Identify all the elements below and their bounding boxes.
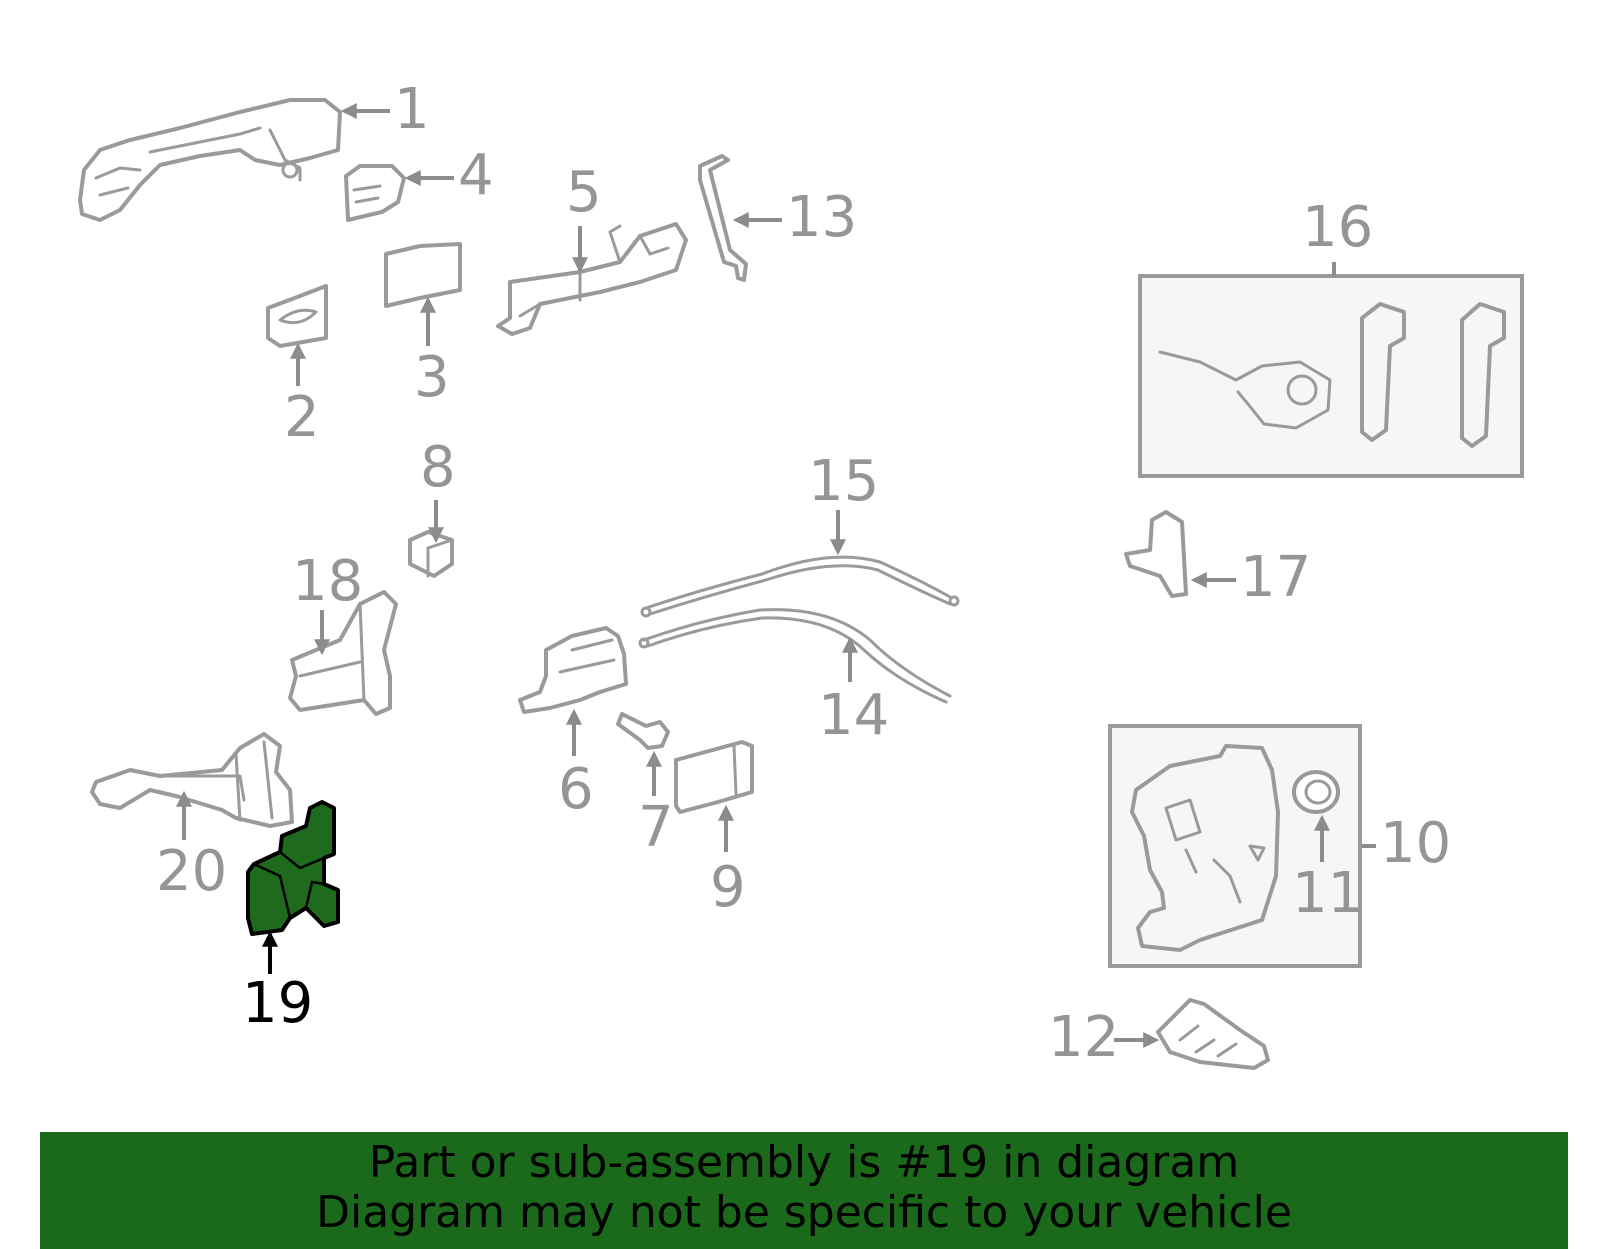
info-banner: Part or sub-assembly is #19 in diagram D…: [40, 1132, 1568, 1249]
part-13-rod[interactable]: [698, 154, 748, 282]
part-15-cable[interactable]: [640, 555, 960, 618]
part-18-bracket[interactable]: [288, 590, 398, 716]
callout-9: 9: [710, 855, 746, 920]
part-19-hinge-highlighted[interactable]: [246, 800, 340, 936]
callout-7: 7: [638, 795, 674, 860]
part-7-screw[interactable]: [616, 712, 670, 750]
callout-18: 18: [292, 549, 363, 614]
part-4-cover[interactable]: [344, 164, 406, 222]
part-2-escutcheon[interactable]: [266, 284, 328, 348]
callout-16: 16: [1302, 195, 1373, 260]
callout-numbers: 1 4 5 13 16 2 3 8 15 17 18 14 6 7 9 20 1…: [156, 77, 1451, 1070]
callout-13: 13: [786, 185, 857, 250]
banner-line-disclaimer: Diagram may not be specific to your vehi…: [316, 1187, 1292, 1238]
part-8-clip[interactable]: [408, 530, 454, 578]
part-1-outside-handle[interactable]: [78, 98, 342, 222]
banner-line-part-number: Part or sub-assembly is #19 in diagram: [368, 1137, 1240, 1188]
part-10-box[interactable]: [1108, 724, 1362, 968]
part-20-door-check[interactable]: [90, 732, 294, 828]
callout-4: 4: [458, 143, 494, 208]
callout-19-highlighted: 19: [242, 971, 313, 1036]
callout-8: 8: [420, 435, 456, 500]
callout-3: 3: [414, 345, 450, 410]
part-11-grommet[interactable]: [1292, 770, 1340, 814]
leader-lines: [176, 103, 1376, 1048]
part-6-inside-handle[interactable]: [518, 626, 628, 714]
callout-2: 2: [284, 385, 320, 450]
part-9-module[interactable]: [674, 740, 754, 814]
callout-12: 12: [1048, 1005, 1119, 1070]
callout-6: 6: [558, 757, 594, 822]
callout-11: 11: [1292, 861, 1363, 926]
part-5-frame[interactable]: [496, 222, 688, 336]
callout-20: 20: [156, 839, 227, 904]
callout-17: 17: [1240, 545, 1311, 610]
callout-15: 15: [808, 449, 879, 514]
part-12-bracket[interactable]: [1156, 998, 1270, 1070]
part-17-striker[interactable]: [1124, 510, 1188, 598]
part-14-cable[interactable]: [638, 608, 952, 704]
callout-5: 5: [566, 160, 602, 225]
callout-10: 10: [1380, 811, 1451, 876]
part-3-pad[interactable]: [384, 242, 462, 308]
part-16-box[interactable]: [1138, 274, 1524, 478]
callout-1: 1: [394, 77, 430, 142]
callout-14: 14: [818, 683, 889, 748]
